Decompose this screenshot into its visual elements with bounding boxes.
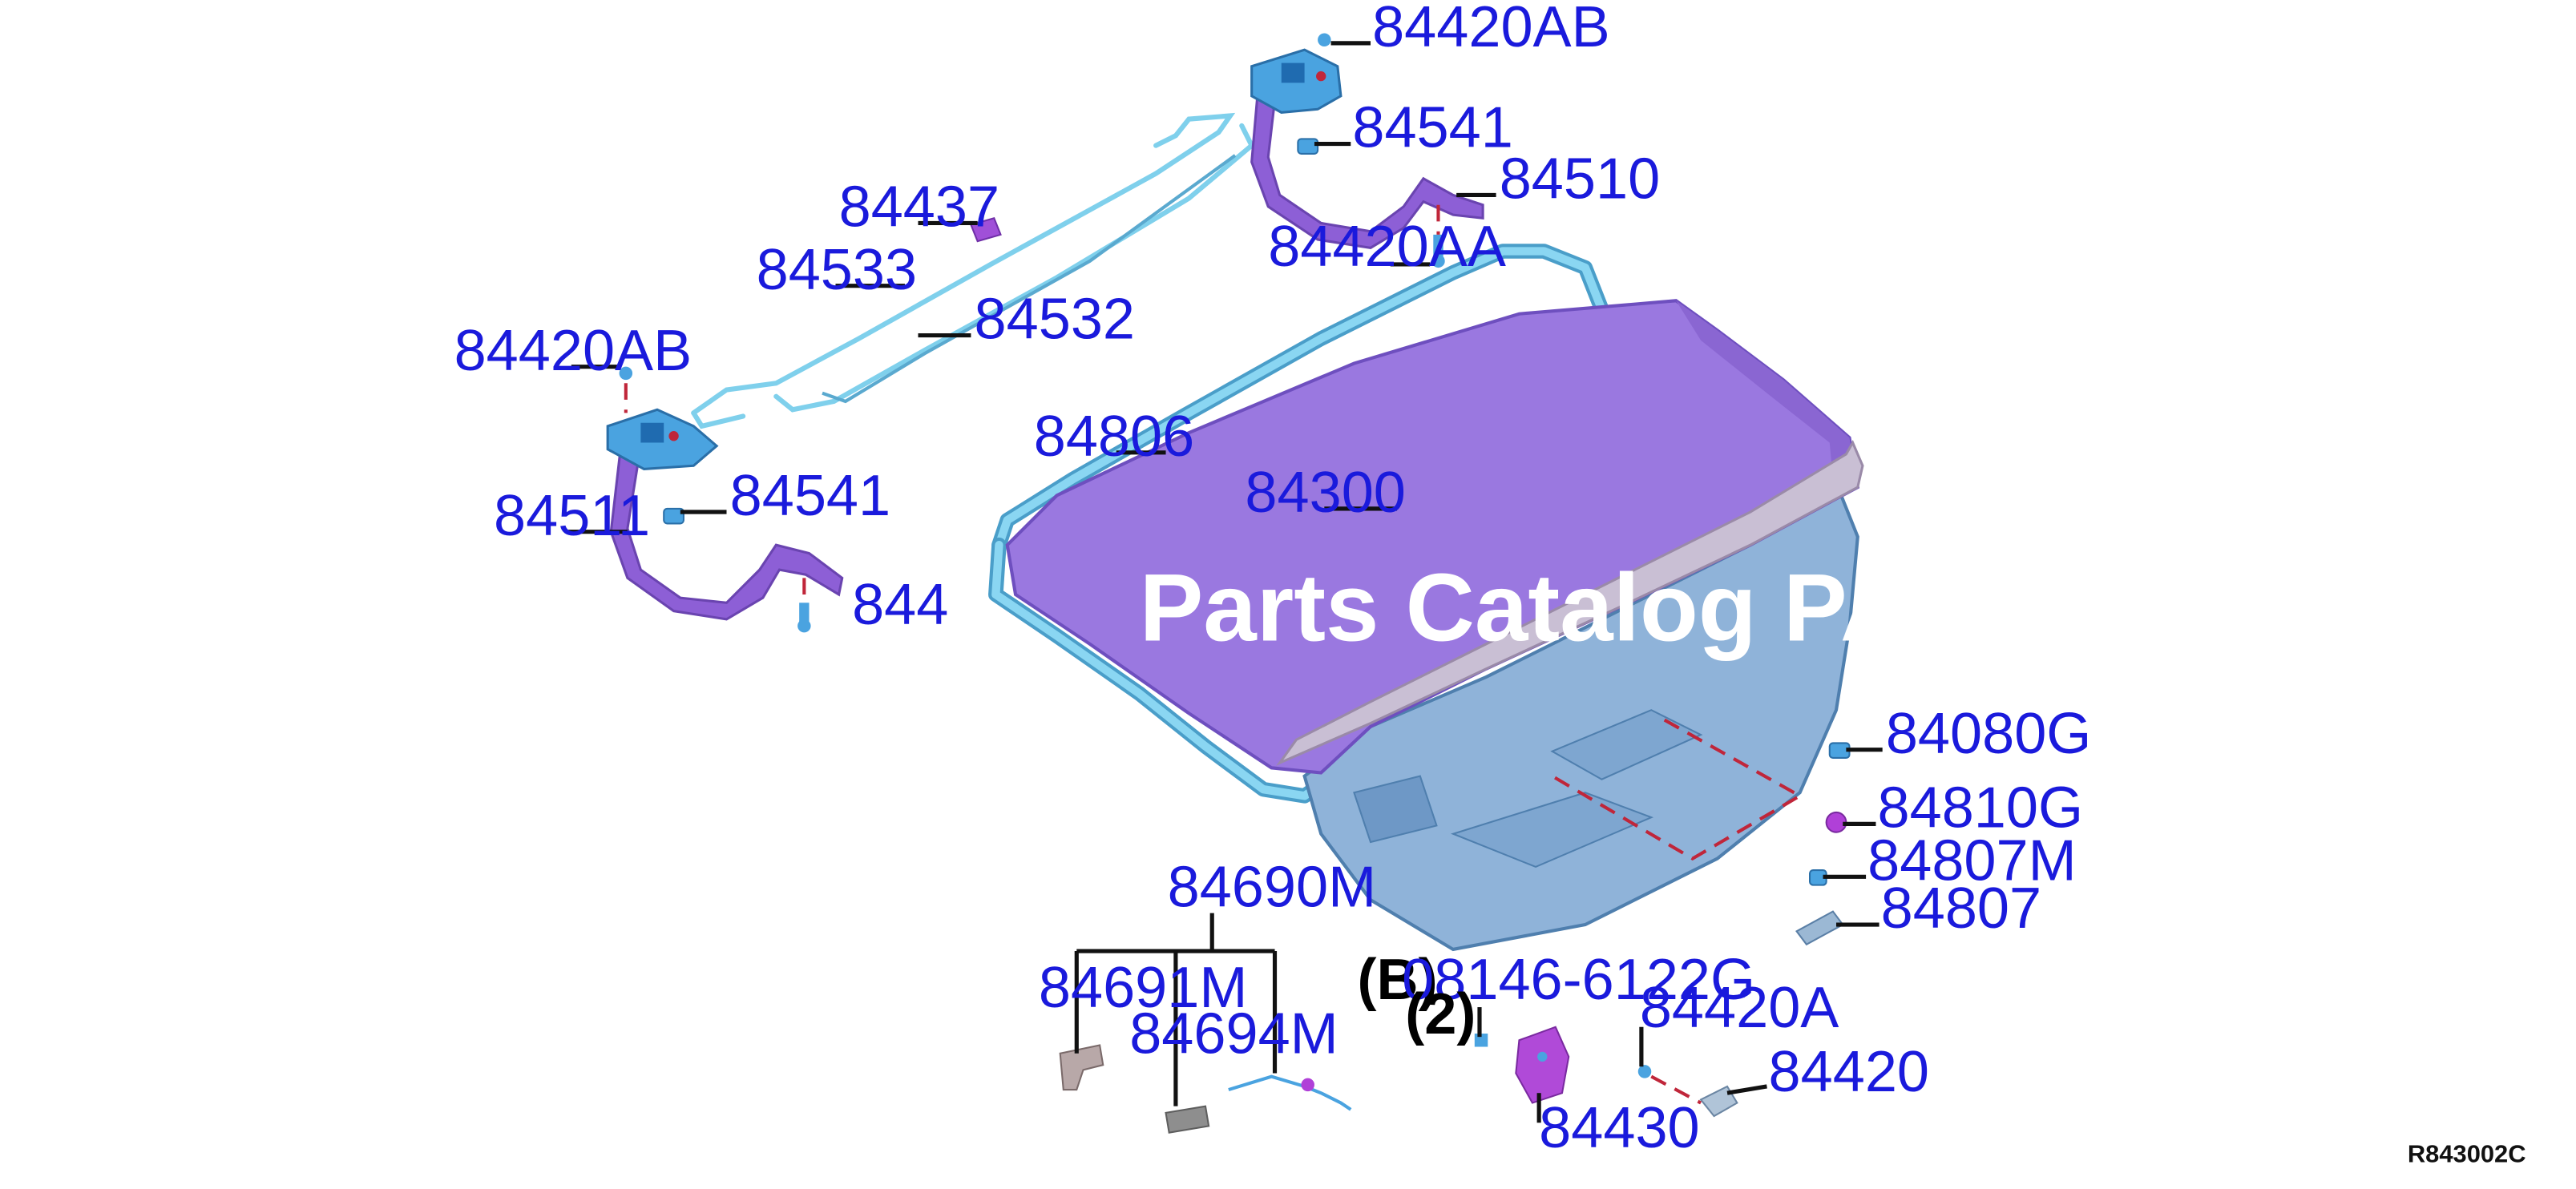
label-84420A: 84420A bbox=[1640, 976, 1839, 1040]
label-84807: 84807 bbox=[1881, 877, 2041, 941]
torsion-bar-icon bbox=[691, 112, 1255, 429]
cable-icon bbox=[1228, 1074, 1352, 1111]
trunk-lid-inner-panel-icon bbox=[1302, 493, 1859, 952]
label-84807M: 84807M bbox=[1867, 828, 2077, 893]
leader-lines bbox=[567, 41, 1883, 1123]
label-84806: 84806 bbox=[1034, 405, 1194, 469]
label-84300: 84300 bbox=[1245, 461, 1405, 525]
label-84437: 84437 bbox=[839, 175, 999, 240]
label-84694M: 84694M bbox=[1129, 1002, 1338, 1066]
label-84691M: 84691M bbox=[1039, 956, 1248, 1020]
latch-icon bbox=[1515, 1026, 1570, 1104]
bolt-icon bbox=[619, 366, 811, 633]
clip-icon bbox=[1297, 138, 1319, 155]
label-84541-right: 84541 bbox=[1352, 96, 1512, 160]
torsion-bar-inner-icon bbox=[822, 154, 1237, 404]
label-84532: 84532 bbox=[975, 288, 1135, 352]
label-84420AA: 84420AA bbox=[1268, 215, 1506, 279]
handle-icon bbox=[1059, 1044, 1104, 1091]
bolt-quantity-label: (2) bbox=[1405, 982, 1476, 1046]
hinge-icon bbox=[1250, 48, 1484, 249]
trunk-lid-icon bbox=[1005, 299, 1864, 775]
clip-icon bbox=[663, 507, 684, 525]
clip-icon bbox=[970, 217, 1002, 243]
label-84080G: 84080G bbox=[1886, 702, 2092, 766]
label-08146-6122G: 08146-6122G bbox=[1402, 948, 1755, 1012]
watermark: Parts Catalog PA bbox=[1140, 555, 1910, 662]
label-84810G: 84810G bbox=[1878, 776, 2084, 840]
lamp-icon bbox=[1795, 910, 1844, 946]
pad-icon bbox=[1165, 1105, 1210, 1134]
bolt-marker-label: (B) bbox=[1358, 948, 1438, 1012]
label-84420: 84420 bbox=[1769, 1040, 1929, 1104]
label-84533: 84533 bbox=[757, 238, 917, 302]
label-84690M: 84690M bbox=[1168, 855, 1377, 919]
bolt-icon bbox=[1318, 33, 1445, 268]
catalog-code: R843002C bbox=[2408, 1140, 2526, 1168]
label-84511: 84511 bbox=[494, 484, 650, 548]
label-84420AB-top: 84420AB bbox=[1372, 0, 1610, 59]
label-84541-left: 84541 bbox=[730, 464, 890, 528]
label-84510: 84510 bbox=[1500, 147, 1660, 212]
label-84430: 84430 bbox=[1539, 1096, 1699, 1160]
hinge-icon bbox=[606, 408, 844, 621]
label-84420AA-left: 844 bbox=[852, 573, 948, 637]
label-84420AB-left: 84420AB bbox=[454, 319, 692, 383]
